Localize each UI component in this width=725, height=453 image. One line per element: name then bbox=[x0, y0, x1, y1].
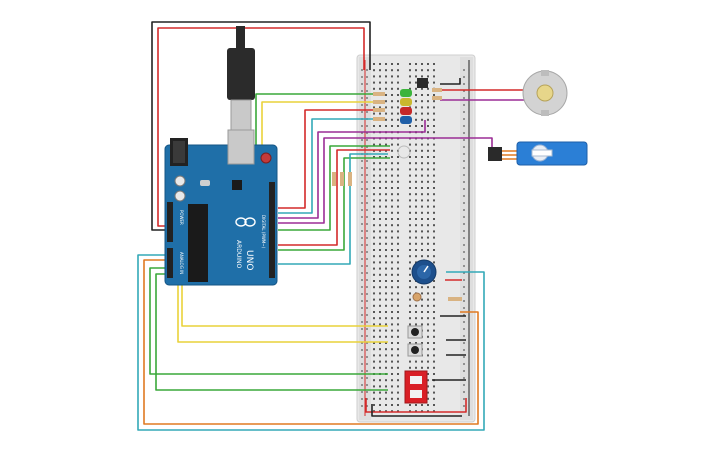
jumper-black-2 bbox=[371, 404, 462, 417]
wire-red-2 bbox=[278, 109, 380, 209]
led-red bbox=[400, 107, 412, 115]
crystal bbox=[200, 180, 210, 186]
capacitor-2 bbox=[174, 190, 186, 202]
wire-cyan-2 bbox=[278, 153, 388, 265]
potentiometer-icon[interactable] bbox=[411, 259, 437, 285]
usb-port bbox=[227, 129, 255, 165]
wire-motor-black bbox=[440, 78, 461, 85]
reset-button[interactable] bbox=[260, 152, 272, 164]
capacitor-1 bbox=[174, 175, 186, 187]
motor-icon[interactable] bbox=[522, 70, 568, 116]
dip-switch-icon[interactable] bbox=[404, 370, 428, 404]
arduino-board[interactable]: ARDUINO UNO DIGITAL (PWM~) POWER ANALOG … bbox=[164, 129, 278, 286]
wire-cyan-1 bbox=[278, 118, 380, 214]
wire-purple-1 bbox=[278, 120, 426, 219]
arduino-logo bbox=[235, 217, 256, 227]
jumper-red-2 bbox=[365, 398, 467, 413]
board-model: UNO bbox=[244, 250, 254, 270]
power-header bbox=[167, 202, 173, 242]
led-yellow bbox=[400, 98, 412, 106]
wire-green-3 bbox=[278, 157, 390, 251]
wire-green-bottom-2 bbox=[155, 273, 388, 391]
section-analog: ANALOG IN bbox=[179, 252, 184, 274]
wire-black-gnd bbox=[151, 21, 371, 231]
led-blue bbox=[400, 116, 412, 124]
resistor-motor-2 bbox=[432, 96, 442, 100]
section-power: POWER bbox=[179, 210, 184, 225]
resistor-pot bbox=[448, 297, 462, 301]
wire-red-5v bbox=[157, 27, 365, 227]
board-brand: ARDUINO bbox=[235, 240, 242, 269]
dc-jack-icon bbox=[170, 138, 188, 166]
wire-green-2 bbox=[278, 145, 390, 231]
led-group bbox=[373, 89, 412, 124]
wire-orange-bottom bbox=[143, 259, 479, 425]
wire-red-3 bbox=[278, 149, 390, 246]
photoresistor-icon bbox=[397, 145, 422, 302]
atmega-chip bbox=[188, 204, 208, 282]
digital-header bbox=[269, 182, 275, 278]
wire-purple-2 bbox=[278, 137, 493, 224]
wire-green-bottom bbox=[149, 267, 388, 375]
section-digital: DIGITAL (PWM~) bbox=[261, 215, 266, 249]
pushbutton-icon[interactable] bbox=[407, 325, 423, 357]
resistor-motor-1 bbox=[432, 88, 442, 92]
led-green bbox=[400, 89, 412, 97]
servo-icon[interactable] bbox=[488, 141, 588, 166]
resistor-icon bbox=[373, 92, 385, 121]
resistor-array bbox=[332, 172, 352, 186]
transistor-icon bbox=[417, 78, 428, 88]
analog-header bbox=[167, 248, 173, 278]
usb-chip bbox=[232, 180, 242, 190]
usb-plug-icon bbox=[227, 26, 255, 131]
wire-cyan-bottom bbox=[137, 254, 485, 431]
